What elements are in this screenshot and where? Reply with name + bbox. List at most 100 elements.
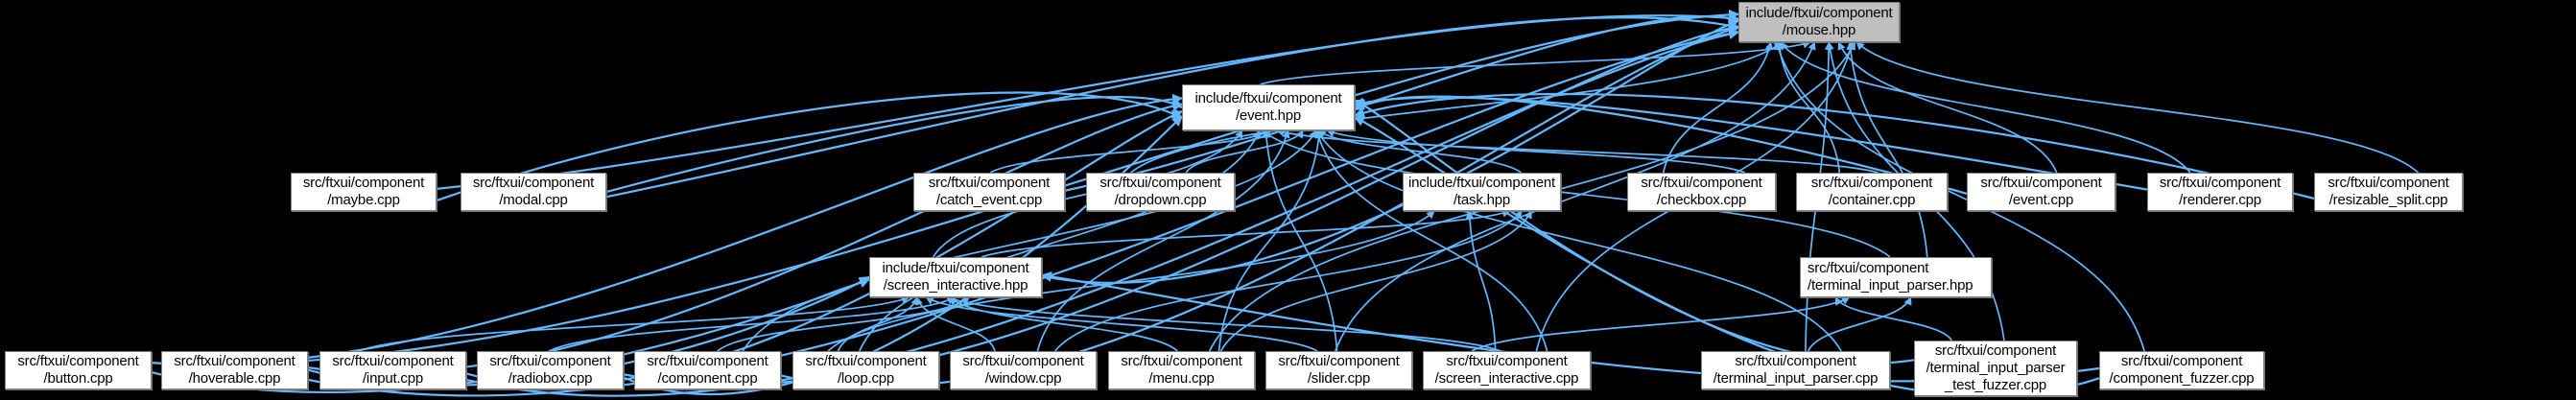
graph-node-label: /window.cpp (984, 370, 1062, 387)
graph-node-loop_cpp[interactable]: src/ftxui/component/loop.cpp (792, 351, 939, 389)
graph-edge (1855, 41, 2420, 174)
graph-edge (1780, 41, 2191, 174)
graph-node-menu_cpp[interactable]: src/ftxui/component/menu.cpp (1108, 351, 1255, 389)
graph-node-task_hpp[interactable]: include/ftxui/component/task.hpp (1403, 173, 1561, 211)
graph-edge (1219, 210, 1532, 352)
graph-node-label: src/ftxui/component (1278, 353, 1400, 369)
graph-node-label: /component.cpp (657, 370, 758, 387)
graph-node-label: /component_fuzzer.cpp (2109, 370, 2255, 387)
graph-node-label: include/ftxui/component (1745, 5, 1893, 21)
graph-edge (1326, 129, 1746, 174)
graph-edge (827, 210, 1435, 352)
graph-node-label: src/ftxui/component (2328, 175, 2449, 191)
graph-edge (1335, 41, 1816, 352)
graph-node-label: src/ftxui/component (1980, 175, 2102, 191)
graph-edge (1465, 210, 1497, 352)
graph-node-label: /loop.cpp (837, 370, 895, 387)
graph-node-label: src/ftxui/component (1121, 353, 1242, 369)
graph-node-label: /event.hpp (1235, 107, 1302, 124)
graph-edge (837, 296, 919, 352)
graph-node-label: src/ftxui/component (1735, 353, 1856, 369)
graph-node-label: src/ftxui/component (928, 175, 1051, 191)
graph-node-maybe_cpp[interactable]: src/ftxui/component/maybe.cpp (291, 173, 437, 211)
graph-node-container_cpp[interactable]: src/ftxui/component/container.cpp (1796, 173, 1948, 211)
graph-node-label: /event.cpp (2008, 192, 2074, 208)
graph-node-label: src/ftxui/component (332, 353, 454, 369)
graph-node-radiobox_cpp[interactable]: src/ftxui/component/radiobox.cpp (477, 351, 624, 389)
graph-edge (1314, 129, 1548, 352)
graph-node-event_hpp[interactable]: include/ftxui/component/event.hpp (1182, 84, 1355, 130)
graph-node-component_cpp[interactable]: src/ftxui/component/component.cpp (634, 351, 781, 389)
graph-edge (914, 296, 996, 352)
graph-node-label: src/ftxui/component (647, 353, 768, 369)
graph-edge (1262, 129, 1338, 352)
graph-node-slider_cpp[interactable]: src/ftxui/component/slider.cpp (1265, 351, 1412, 389)
graph-node-catch_event_cpp[interactable]: src/ftxui/component/catch_event.cpp (913, 173, 1065, 211)
graph-edge (605, 16, 1740, 199)
graph-node-label: src/ftxui/component (17, 353, 139, 369)
graph-node-label: src/ftxui/component (472, 175, 595, 191)
graph-node-label: /radiobox.cpp (508, 370, 593, 387)
graph-node-label: src/ftxui/component (1446, 353, 1568, 369)
graph-edge (1036, 129, 1290, 352)
graph-node-label: /resizable_split.cpp (2328, 192, 2448, 208)
graph-node-label: /container.cpp (1828, 192, 1916, 208)
graph-edge (307, 28, 1740, 397)
graph-node-renderer_cpp[interactable]: src/ftxui/component/renderer.cpp (2147, 173, 2293, 211)
graph-edge (1185, 129, 1304, 174)
graph-edge (1353, 92, 2315, 200)
graph-node-label: /screen_interactive.cpp (1434, 370, 1579, 387)
graph-edge (990, 129, 1271, 174)
graph-edge (949, 296, 1178, 352)
graph-node-terminal_input_parser_hpp[interactable]: src/ftxui/component/terminal_input_parse… (1800, 257, 1992, 297)
graph-edge (1276, 129, 1879, 174)
graph-node-label: src/ftxui/component (1934, 342, 2057, 359)
graph-node-checkbox_cpp[interactable]: src/ftxui/component/checkbox.cpp (1627, 173, 1776, 211)
graph-node-label: src/ftxui/component (174, 353, 295, 369)
graph-node-button_cpp[interactable]: src/ftxui/component/button.cpp (5, 351, 152, 389)
graph-node-label: src/ftxui/component (1810, 175, 1933, 191)
graph-edge (981, 209, 1511, 258)
graph-node-screen_interactive_cpp[interactable]: src/ftxui/component/screen_interactive.c… (1423, 351, 1591, 389)
graph-node-label: /catch_event.cpp (935, 192, 1043, 208)
graph-edge (1834, 296, 1953, 341)
graph-node-label: include/ftxui/component (882, 260, 1029, 276)
graph-node-label: src/ftxui/component (2120, 353, 2243, 369)
graph-node-component_fuzzer_cpp[interactable]: src/ftxui/component/component_fuzzer.cpp (2099, 351, 2264, 389)
graph-node-input_cpp[interactable]: src/ftxui/component/input.cpp (319, 351, 466, 389)
graph-edge (465, 29, 1740, 397)
graph-node-label: /maybe.cpp (327, 192, 400, 208)
graph-edge (1807, 296, 1912, 352)
graph-edge (1217, 129, 1324, 352)
graph-edge (1353, 96, 2148, 191)
graph-node-label: src/ftxui/component (2159, 175, 2281, 191)
graph-edge (1064, 12, 1740, 192)
graph-edge (358, 295, 910, 352)
graph-node-label: include/ftxui/component (1194, 90, 1342, 106)
graph-edge (151, 93, 1184, 365)
graph-node-window_cpp[interactable]: src/ftxui/component/window.cpp (950, 351, 1097, 389)
graph-node-terminal_input_parser_cpp[interactable]: src/ftxui/component/terminal_input_parse… (1701, 351, 1890, 389)
graph-edge (436, 91, 1183, 202)
graph-node-label: /mouse.hpp (1782, 22, 1856, 38)
graph-edge (1130, 41, 1783, 174)
graph-node-test_fuzzer_cpp[interactable]: src/ftxui/component/terminal_input_parse… (1914, 341, 2077, 396)
graph-node-hoverable_cpp[interactable]: src/ftxui/component/hoverable.cpp (161, 351, 308, 389)
graph-edge (925, 296, 1318, 352)
graph-node-modal_cpp[interactable]: src/ftxui/component/modal.cpp (461, 173, 606, 211)
graph-node-label: /terminal_input_parser (1926, 360, 2066, 376)
graph-edge (1053, 210, 1523, 352)
graph-edge (1317, 129, 1523, 174)
graph-node-dropdown_cpp[interactable]: src/ftxui/component/dropdown.cpp (1086, 173, 1235, 211)
graph-edge (717, 296, 970, 352)
graph-edge (605, 96, 1183, 194)
graph-node-label: /dropdown.cpp (1114, 192, 1207, 208)
graph-edge (1837, 41, 2058, 174)
graph-node-event_cpp[interactable]: src/ftxui/component/event.cpp (1967, 173, 2115, 211)
graph-node-mouse_hpp[interactable]: include/ftxui/component/mouse.hpp (1738, 2, 1900, 42)
graph-node-resizable_split_cpp[interactable]: src/ftxui/component/resizable_split.cpp (2314, 173, 2463, 211)
graph-node-label: src/ftxui/component (1099, 175, 1221, 191)
graph-node-label: /slider.cpp (1307, 370, 1371, 387)
graph-node-screen_interactive_hpp[interactable]: include/ftxui/component/screen_interacti… (869, 257, 1042, 297)
